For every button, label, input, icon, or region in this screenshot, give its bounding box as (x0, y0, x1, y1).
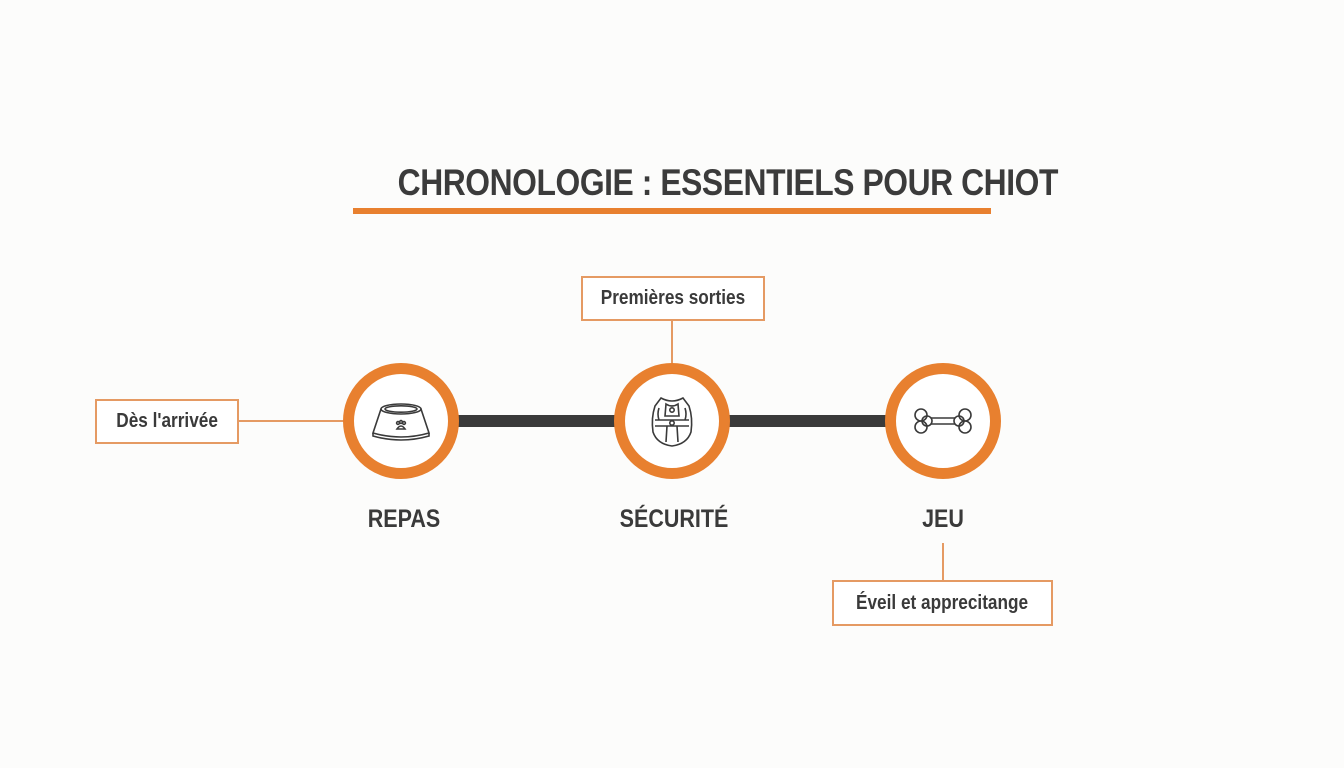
note-box-arrivee: Dès l'arrivée (95, 399, 239, 444)
step-node-jeu (885, 363, 1001, 479)
note-text: Éveil et apprecitange (856, 591, 1029, 614)
note-box-sorties: Premières sorties (581, 276, 765, 321)
note-text: Dès l'arrivée (116, 410, 218, 432)
connector-line-left (238, 420, 346, 422)
note-text: Premières sorties (600, 287, 746, 309)
step-label-repas: REPAS (367, 505, 441, 533)
timeline-bar-2 (726, 415, 891, 427)
dog-harness-icon (651, 396, 693, 447)
bone-icon (914, 408, 972, 434)
title-underline (353, 208, 991, 214)
step-label-securite: SÉCURITÉ (619, 505, 729, 533)
page-title: CHRONOLOGIE : ESSENTIELS POUR CHIOT (397, 162, 1059, 203)
step-label-jeu: JEU (922, 505, 964, 533)
note-box-eveil: Éveil et apprecitange (832, 580, 1053, 626)
dog-bowl-icon (371, 403, 431, 441)
step-node-repas (343, 363, 459, 479)
timeline-bar-1 (455, 415, 620, 427)
step-node-securite (614, 363, 730, 479)
connector-line-bottom (942, 543, 944, 581)
connector-line-top (671, 320, 673, 365)
